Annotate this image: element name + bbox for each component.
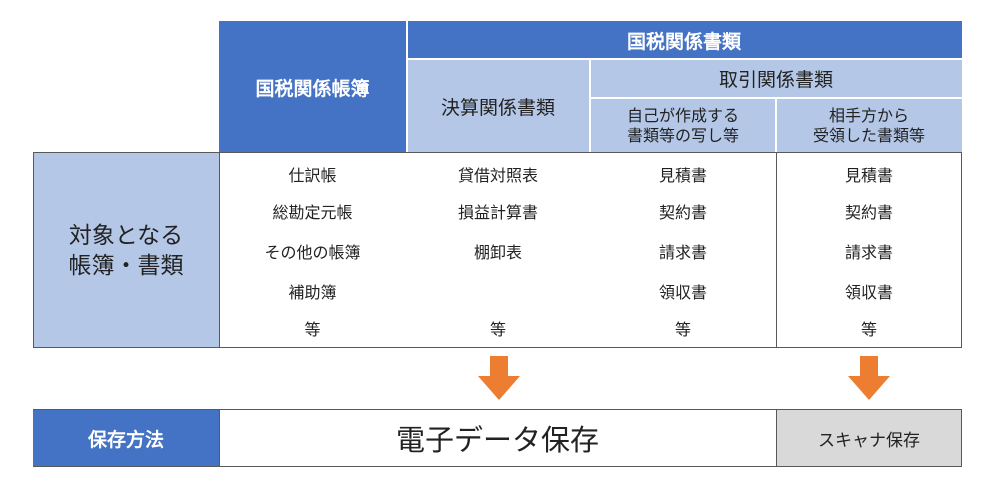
list-item: 見積書 bbox=[658, 166, 707, 185]
scanner-storage: スキャナ保存 bbox=[776, 410, 962, 466]
table-border bbox=[33, 347, 962, 348]
list-item: 貸借対照表 bbox=[457, 166, 538, 185]
list-item: 領収書 bbox=[844, 283, 893, 302]
list-item: その他の帳簿 bbox=[264, 243, 361, 262]
arrow-down-icon bbox=[848, 356, 890, 400]
list-item: 補助簿 bbox=[288, 283, 337, 302]
header-tax-documents-label: 国税関係書類 bbox=[626, 30, 741, 53]
header-settlement-documents: 決算関係書類 bbox=[406, 59, 590, 153]
scanner-storage-text: スキャナ保存 bbox=[818, 430, 920, 451]
row-label-target-documents: 対象となる 帳簿・書類 bbox=[33, 153, 219, 348]
list-item: 見積書 bbox=[844, 166, 893, 185]
header-divider bbox=[406, 21, 408, 153]
header-tax-books: 国税関係帳簿 bbox=[219, 21, 406, 153]
storage-method-text: 保存方法 bbox=[87, 428, 164, 451]
storage-border bbox=[33, 409, 962, 410]
header-tax-books-label: 国税関係帳簿 bbox=[255, 77, 370, 100]
header-self-made-copies: 自己が作成する 書類等の写し等 bbox=[590, 98, 776, 153]
storage-border bbox=[961, 409, 962, 467]
header-tax-documents: 国税関係書類 bbox=[406, 21, 962, 59]
arrow-down-icon bbox=[478, 356, 520, 400]
storage-method-label: 保存方法 bbox=[33, 410, 219, 466]
list-item: 等 bbox=[489, 320, 506, 339]
table-border bbox=[33, 152, 34, 348]
header-transaction-documents: 取引関係書類 bbox=[590, 59, 962, 98]
header-received-line1: 相手方から bbox=[828, 105, 909, 125]
list-item: 等 bbox=[674, 320, 691, 339]
header-self-made-line2: 書類等の写し等 bbox=[626, 125, 739, 145]
row-label-line2: 帳簿・書類 bbox=[68, 252, 184, 279]
list-item: 請求書 bbox=[844, 243, 893, 262]
list-item: 等 bbox=[304, 320, 321, 339]
row-label-line1: 対象となる bbox=[68, 222, 184, 249]
list-item: 契約書 bbox=[658, 203, 707, 222]
list-item: 仕訳帳 bbox=[288, 166, 337, 185]
list-item: 棚卸表 bbox=[473, 243, 522, 262]
table-border bbox=[961, 152, 962, 348]
storage-border bbox=[776, 409, 777, 467]
list-item: 領収書 bbox=[658, 283, 707, 302]
header-transaction-label: 取引関係書類 bbox=[718, 69, 833, 91]
storage-border bbox=[33, 466, 962, 467]
list-item: 等 bbox=[860, 320, 877, 339]
header-settlement-label: 決算関係書類 bbox=[440, 96, 555, 119]
list-item: 損益計算書 bbox=[457, 203, 538, 222]
storage-border bbox=[219, 409, 220, 467]
table-border bbox=[776, 152, 777, 348]
list-item: 請求書 bbox=[658, 243, 707, 262]
table-body bbox=[219, 153, 962, 348]
list-item: 契約書 bbox=[844, 203, 893, 222]
table-border bbox=[33, 152, 962, 153]
header-divider bbox=[775, 98, 777, 153]
table-border bbox=[219, 152, 220, 348]
electronic-storage: 電子データ保存 bbox=[219, 410, 776, 466]
header-received-line2: 受領した書類等 bbox=[812, 125, 925, 145]
header-self-made-line1: 自己が作成する bbox=[626, 105, 739, 125]
header-received-documents: 相手方から 受領した書類等 bbox=[776, 98, 962, 153]
list-item: 総勘定元帳 bbox=[272, 203, 353, 222]
header-divider bbox=[589, 59, 591, 153]
header-divider bbox=[406, 58, 962, 60]
electronic-storage-text: 電子データ保存 bbox=[395, 423, 599, 457]
